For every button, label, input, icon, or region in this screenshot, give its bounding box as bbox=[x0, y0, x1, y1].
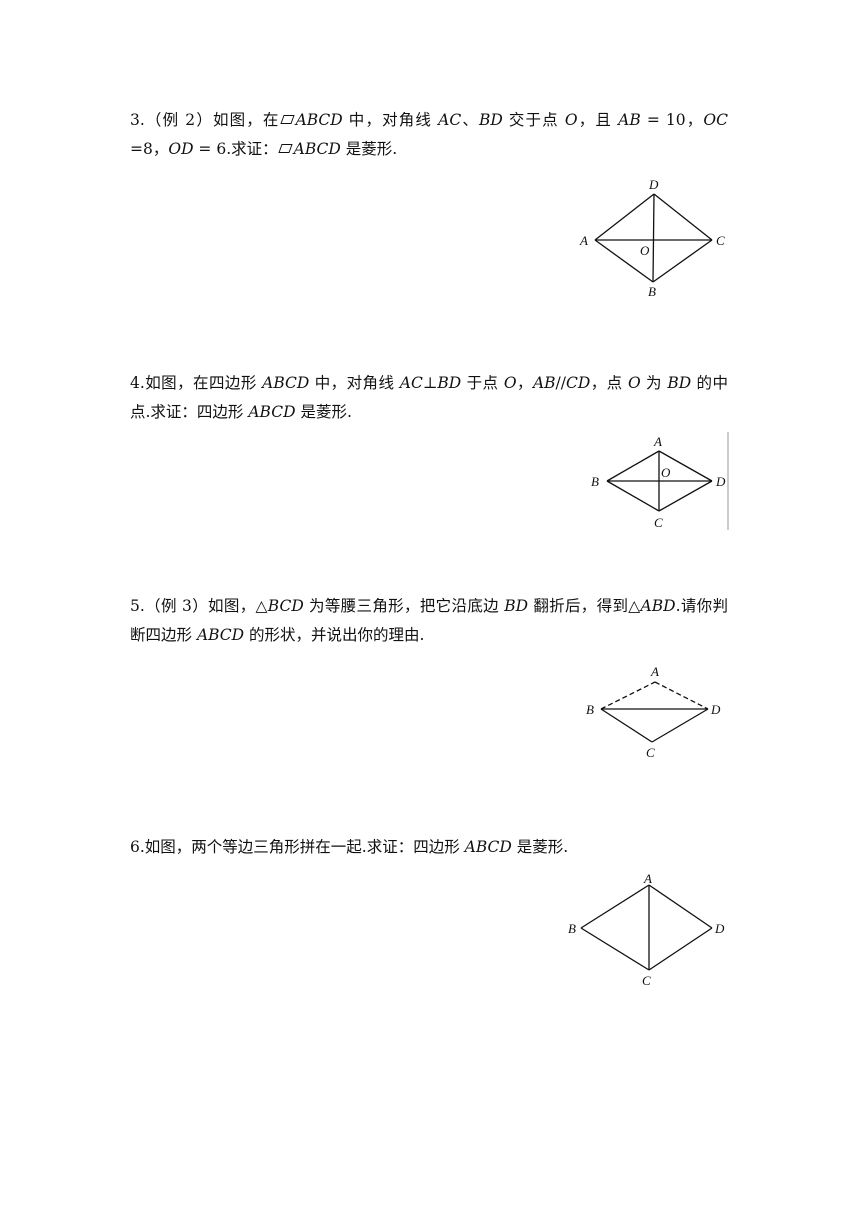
label-d: D bbox=[648, 177, 659, 192]
problem-3-text: 3.（例 2）如图，在 ABCD 中，对角线 AC、BD 交于点 O，且 AB =… bbox=[130, 106, 728, 164]
side-cb bbox=[580, 927, 650, 971]
math-variable: O bbox=[627, 374, 641, 392]
math-variable: BD bbox=[478, 111, 503, 129]
diagonal-bd bbox=[652, 193, 655, 283]
side-dc bbox=[658, 480, 713, 512]
side-cb bbox=[600, 708, 653, 743]
label-c: C bbox=[654, 515, 663, 530]
side-dc bbox=[653, 193, 713, 241]
math-variable: BD bbox=[504, 597, 529, 615]
label-o: O bbox=[640, 243, 650, 258]
math-variable: ABCD bbox=[248, 403, 296, 421]
label-a: A bbox=[579, 233, 588, 248]
text-segment: 为 bbox=[640, 374, 668, 392]
math-variable: O bbox=[564, 111, 578, 129]
text-segment: 3.（例 2）如图，在 bbox=[130, 111, 280, 129]
text-segment: ，且 bbox=[577, 111, 619, 129]
text-segment: // bbox=[555, 374, 566, 392]
label-a: A bbox=[653, 434, 662, 449]
text-segment: 的形状，并说出你的理由. bbox=[244, 626, 425, 644]
text-segment: 为等腰三角形，把它沿底边 bbox=[303, 597, 505, 615]
text-segment: 是菱形. bbox=[511, 838, 569, 856]
math-variable: OC bbox=[703, 111, 728, 129]
side-ba-dashed bbox=[600, 681, 656, 710]
side-dc bbox=[648, 927, 713, 971]
label-c: C bbox=[716, 233, 725, 248]
label-d: D bbox=[710, 702, 721, 717]
text-segment: 中，对角线 bbox=[342, 111, 439, 129]
math-variable: ABD bbox=[640, 597, 676, 615]
text-segment: 翻折后，得到△ bbox=[528, 597, 641, 615]
side-cb bbox=[652, 239, 713, 283]
math-variable: AC bbox=[438, 111, 462, 129]
math-variable: BD bbox=[667, 374, 692, 392]
text-segment: 5.（例 3）如图，△ bbox=[130, 597, 268, 615]
math-variable: AB bbox=[532, 374, 556, 392]
math-variable: O bbox=[503, 374, 517, 392]
text-segment: 是菱形. bbox=[295, 403, 352, 421]
label-b: B bbox=[648, 284, 656, 299]
math-variable: ABCD bbox=[196, 626, 245, 644]
side-ba bbox=[580, 884, 650, 929]
text-segment: ， bbox=[516, 374, 533, 392]
side-ba bbox=[594, 239, 654, 283]
math-variable: BCD bbox=[267, 597, 304, 615]
problem-4-text: 4.如图，在四边形 ABCD 中，对角线 AC⊥BD 于点 O，AB//CD，点… bbox=[130, 369, 728, 427]
text-segment: ⊥ bbox=[422, 374, 438, 392]
parallelogram-symbol-icon bbox=[278, 144, 293, 153]
text-segment: .请你判断四边形 bbox=[130, 597, 728, 644]
label-o: O bbox=[661, 465, 671, 480]
text-segment: ，点 bbox=[590, 374, 628, 392]
math-variable: AB bbox=[618, 111, 641, 129]
text-segment: 交于点 bbox=[502, 111, 565, 129]
side-dc bbox=[651, 708, 709, 743]
math-variable: CD bbox=[565, 374, 591, 392]
label-b: B bbox=[568, 921, 576, 936]
text-segment: 、 bbox=[461, 111, 479, 129]
problem-5-text: 5.（例 3）如图，△BCD 为等腰三角形，把它沿底边 BD 翻折后，得到△AB… bbox=[130, 592, 728, 650]
problem-6-text: 6.如图，两个等边三角形拼在一起.求证：四边形 ABCD 是菱形. bbox=[130, 833, 728, 862]
label-d: D bbox=[715, 474, 726, 489]
math-variable: AC bbox=[399, 374, 423, 392]
problem-6-figure: A B D C bbox=[568, 871, 725, 988]
side-ad bbox=[594, 193, 655, 241]
text-segment: 6.如图，两个等边三角形拼在一起.求证：四边形 bbox=[130, 838, 465, 856]
label-c: C bbox=[642, 973, 651, 988]
math-variable: ABCD bbox=[464, 838, 512, 856]
problem-3-figure: A D C B O bbox=[579, 177, 725, 299]
text-segment: 4.如图，在四边形 bbox=[130, 374, 263, 392]
label-b: B bbox=[586, 702, 594, 717]
text-segment: 是菱形. bbox=[340, 140, 398, 158]
math-variable: ABCD bbox=[295, 111, 343, 129]
text-segment: 于点 bbox=[461, 374, 504, 392]
math-variable: BD bbox=[437, 374, 462, 392]
text-segment: = 10， bbox=[640, 111, 704, 129]
label-b: B bbox=[591, 474, 599, 489]
label-a: A bbox=[643, 871, 652, 886]
math-variable: ABCD bbox=[293, 140, 341, 158]
problem-5-figure: A B D C bbox=[586, 664, 721, 760]
math-variable: OD bbox=[168, 140, 194, 158]
side-ad bbox=[648, 884, 713, 929]
label-c: C bbox=[646, 745, 655, 760]
text-segment: = 6.求证： bbox=[193, 140, 278, 158]
problem-4-figure: A B D C O bbox=[591, 432, 729, 530]
side-ad-dashed bbox=[654, 681, 709, 710]
math-variable: ABCD bbox=[262, 374, 310, 392]
parallelogram-symbol-icon bbox=[279, 115, 295, 124]
text-segment: =8， bbox=[130, 140, 169, 158]
text-segment: 的中点.求证：四边形 bbox=[130, 374, 728, 421]
side-ad bbox=[658, 450, 713, 482]
side-cb bbox=[606, 480, 660, 512]
side-ba bbox=[606, 450, 660, 482]
label-a: A bbox=[650, 664, 659, 679]
text-segment: 中，对角线 bbox=[309, 374, 400, 392]
label-d: D bbox=[714, 921, 725, 936]
